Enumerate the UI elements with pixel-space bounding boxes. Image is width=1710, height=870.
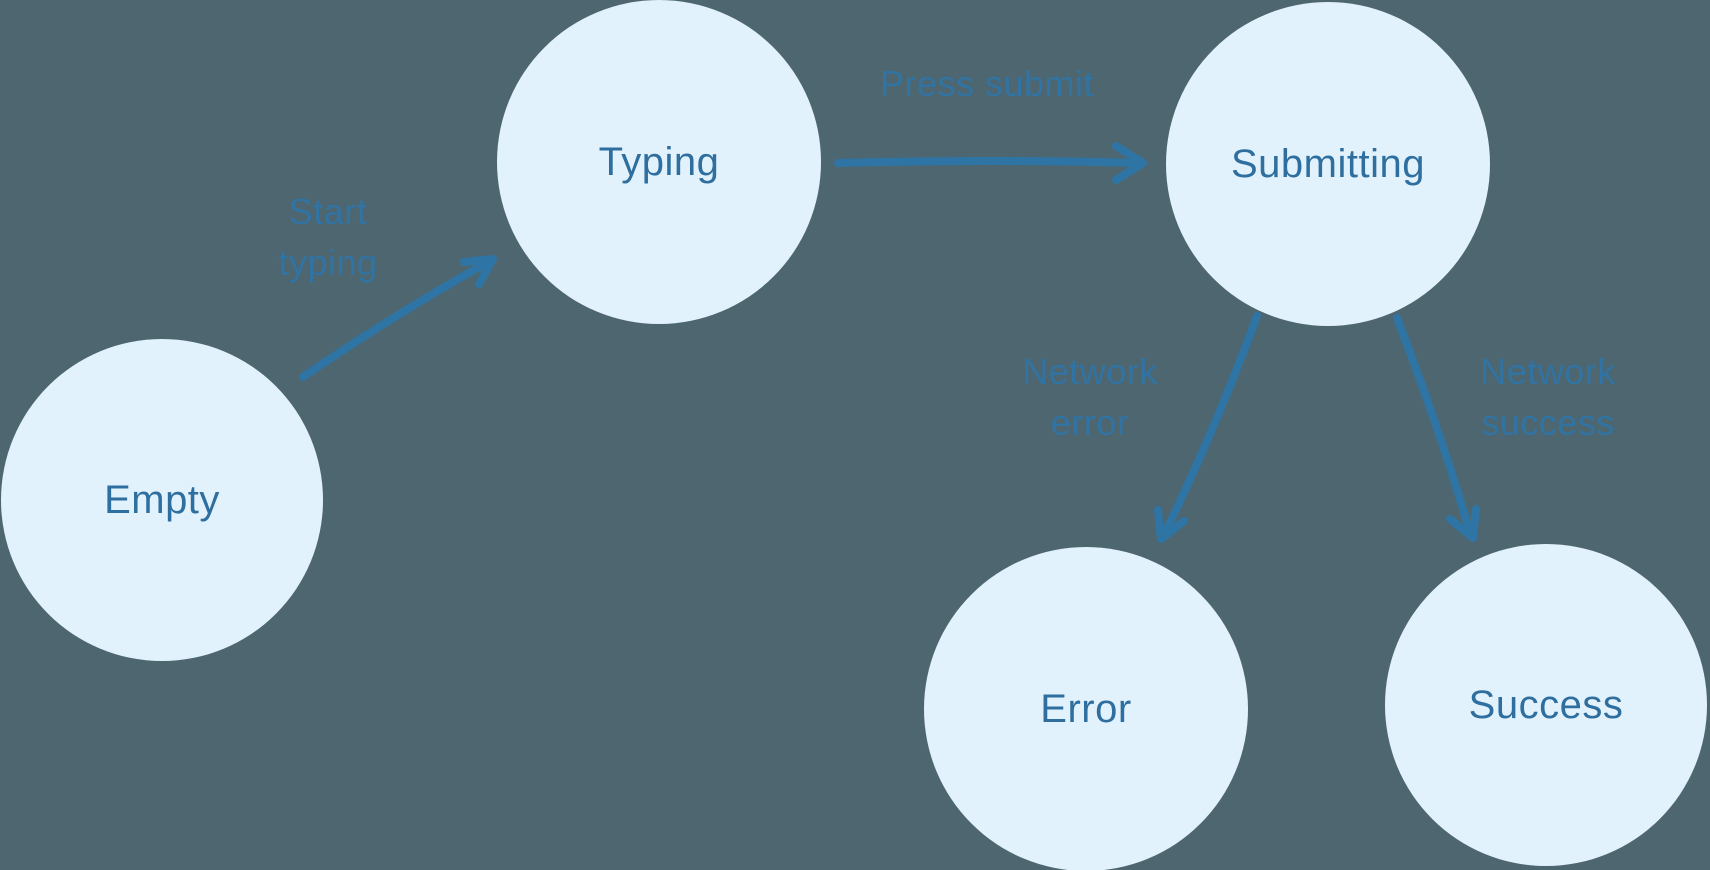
edge-typing-to-submitting-arrowhead-icon xyxy=(1112,142,1147,184)
edge-label-press-submit-line1: Press submit xyxy=(879,62,1095,104)
node-typing: Typing xyxy=(497,0,821,324)
edge-empty-to-typing-line xyxy=(299,257,494,381)
edge-empty-to-typing-arrowhead-icon xyxy=(460,255,497,288)
edge-label-press-submit: Press submit xyxy=(837,57,1137,109)
node-submitting: Submitting xyxy=(1166,2,1490,326)
edge-submitting-to-success-arrowhead-icon xyxy=(1446,505,1480,542)
edge-label-network-error-line2: error xyxy=(1050,402,1130,443)
edge-label-network-success-line2: success xyxy=(1481,402,1615,443)
edge-submitting-to-error-line xyxy=(1159,312,1261,541)
node-typing-label: Typing xyxy=(598,139,720,184)
node-success: Success xyxy=(1385,544,1707,866)
edge-submitting-to-error xyxy=(1154,312,1261,543)
edge-typing-to-submitting-line xyxy=(834,157,1145,167)
node-empty: Empty xyxy=(1,339,323,661)
edge-empty-to-typing xyxy=(299,255,497,381)
edge-submitting-to-success-line xyxy=(1393,314,1475,540)
edge-label-network-success-line1: Network xyxy=(1480,351,1616,392)
node-error-label: Error xyxy=(1040,686,1132,731)
edge-label-network-error-line1: Network xyxy=(1022,351,1158,392)
edge-submitting-to-error-arrowhead-icon xyxy=(1154,506,1188,543)
node-submitting-label: Submitting xyxy=(1231,141,1425,186)
node-empty-label: Empty xyxy=(104,477,220,522)
node-success-label: Success xyxy=(1468,682,1624,727)
edge-label-start-typing: Start typing xyxy=(203,185,453,289)
edge-typing-to-submitting xyxy=(834,142,1147,184)
edge-label-network-success: Network success xyxy=(1418,346,1678,448)
edge-label-network-error: Network error xyxy=(960,346,1220,448)
edge-submitting-to-success xyxy=(1393,314,1480,542)
node-error: Error xyxy=(924,547,1248,870)
edge-label-start-typing-line1: Start xyxy=(288,191,368,232)
edge-label-start-typing-line2: typing xyxy=(278,242,378,283)
